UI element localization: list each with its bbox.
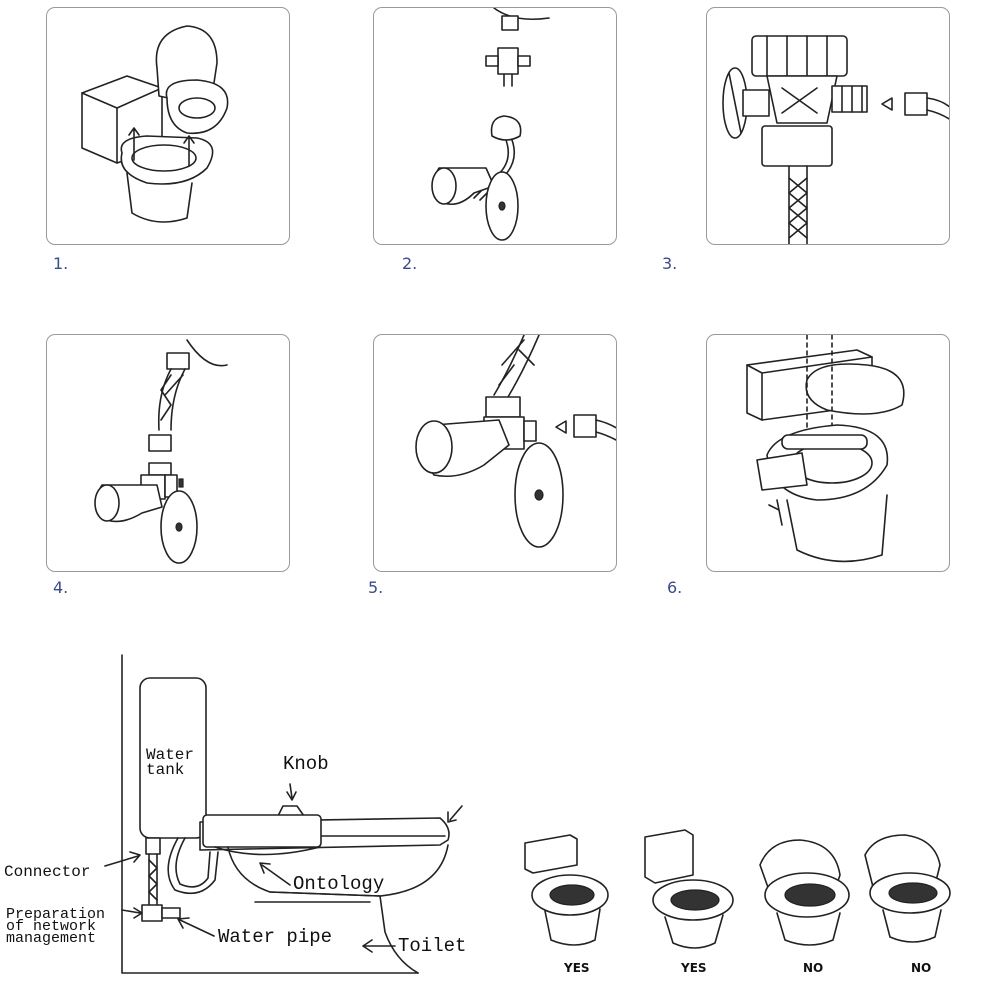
toilet-type-3 <box>759 839 850 946</box>
step-4-panel <box>46 334 290 572</box>
toilet-type-verdict: YES <box>681 961 707 975</box>
knob-label: Knob <box>283 753 329 775</box>
step-number: 2. <box>402 254 418 273</box>
step-number: 4. <box>53 578 69 597</box>
step-number: 3. <box>662 254 678 273</box>
connector-label: Connector <box>4 863 91 881</box>
toilet-type-verdict: YES <box>564 961 590 975</box>
ontology-label: Ontology <box>293 873 385 895</box>
step-number: 6. <box>667 578 683 597</box>
water-pipe-label: Water pipe <box>218 926 333 948</box>
toilet-types-illustration <box>524 829 951 949</box>
toilet-type-1 <box>524 834 609 946</box>
step-2-panel <box>373 7 617 245</box>
step-number: 5. <box>368 578 384 597</box>
step-1-panel <box>46 7 290 245</box>
hose-attach-valve-illustration <box>94 339 228 564</box>
bidet-seat-install-illustration <box>746 335 905 563</box>
water-tank-label: Water tank <box>146 746 195 779</box>
toilet-type-4 <box>864 834 951 943</box>
toilet-lift-seat-illustration <box>81 25 229 223</box>
valve-disconnect-illustration <box>431 8 550 241</box>
step-6-panel <box>706 334 950 572</box>
valve-hose-connect-illustration <box>415 335 616 548</box>
toilet-type-verdict: NO <box>803 961 824 975</box>
step-5-panel <box>373 334 617 572</box>
bidet-parts-diagram <box>104 654 463 974</box>
step-3-panel <box>706 7 950 245</box>
toilet-label: Toilet <box>398 935 467 957</box>
toilet-type-2 <box>644 829 734 949</box>
toilet-type-verdict: NO <box>911 961 932 975</box>
step-number: 1. <box>53 254 69 273</box>
preparation-label: Preparation of network management <box>6 906 106 947</box>
t-valve-connect-illustration <box>722 35 949 244</box>
